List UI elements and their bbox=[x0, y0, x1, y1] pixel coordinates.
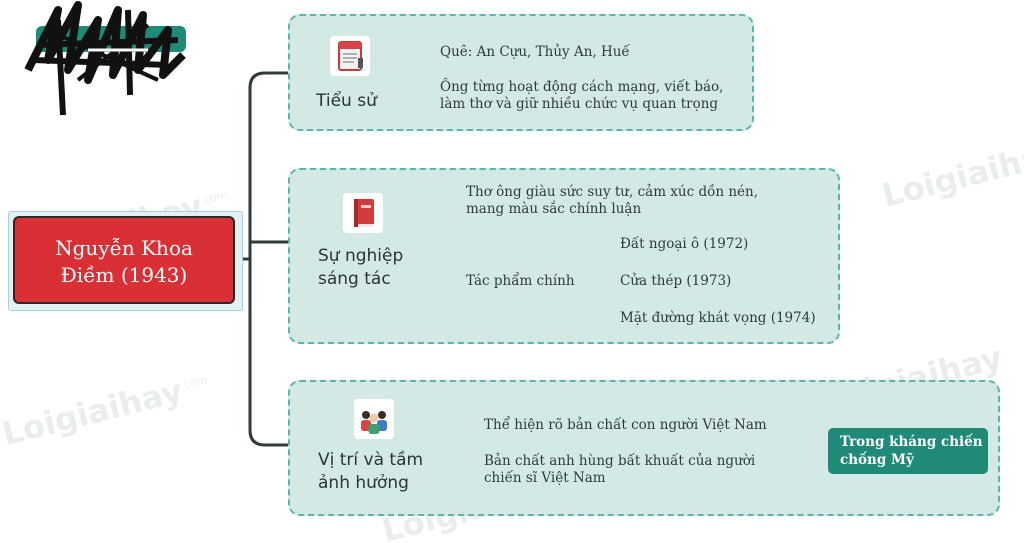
influence-item1: Thể hiện rõ bản chất con người Việt Nam bbox=[484, 417, 767, 433]
bio-hometown: Quê: An Cựu, Thủy An, Huế bbox=[440, 44, 630, 60]
influence-item2-line2: chiến sĩ Việt Nam bbox=[484, 470, 606, 486]
context-badge-line1: Trong kháng chiến bbox=[840, 434, 983, 450]
work-item: Cửa thép (1973) bbox=[620, 273, 732, 289]
context-badge: Trong kháng chiến chống Mỹ bbox=[828, 428, 988, 474]
document-icon bbox=[330, 36, 370, 76]
bio-activity-line1: Ông từng hoạt động cách mạng, viết báo, bbox=[440, 79, 724, 95]
work-item: Đất ngoại ô (1972) bbox=[620, 236, 749, 252]
bio-activity-line2: làm thơ và giữ nhiều chức vụ quan trọng bbox=[440, 96, 719, 112]
scribble-logo bbox=[24, 1, 186, 116]
career-style-line1: Thơ ông giàu sức suy tư, cảm xúc dồn nén… bbox=[466, 184, 759, 200]
root-node: Nguyễn Khoa Điềm (1943) bbox=[13, 216, 235, 304]
root-title-line1: Nguyễn Khoa bbox=[55, 236, 193, 260]
context-badge-line2: chống Mỹ bbox=[840, 452, 914, 468]
bio-title: Tiểu sử bbox=[316, 91, 377, 111]
influence-item2-line1: Bản chất anh hùng bất khuất của người bbox=[484, 453, 756, 469]
book-icon bbox=[343, 193, 383, 233]
people-icon bbox=[354, 399, 394, 439]
influence-title-line2: ảnh hưởng bbox=[318, 473, 409, 493]
career-style-line2: mang màu sắc chính luận bbox=[466, 201, 642, 217]
influence-title-line1: Vị trí và tầm bbox=[318, 450, 424, 470]
career-title-line1: Sự nghiệp bbox=[318, 246, 404, 266]
career-title-line2: sáng tác bbox=[318, 269, 391, 289]
bio-panel bbox=[288, 14, 754, 131]
root-title-line2: Điềm (1943) bbox=[60, 263, 188, 287]
works-label: Tác phẩm chính bbox=[466, 273, 575, 289]
work-item: Mặt đường khát vọng (1974) bbox=[620, 310, 816, 326]
